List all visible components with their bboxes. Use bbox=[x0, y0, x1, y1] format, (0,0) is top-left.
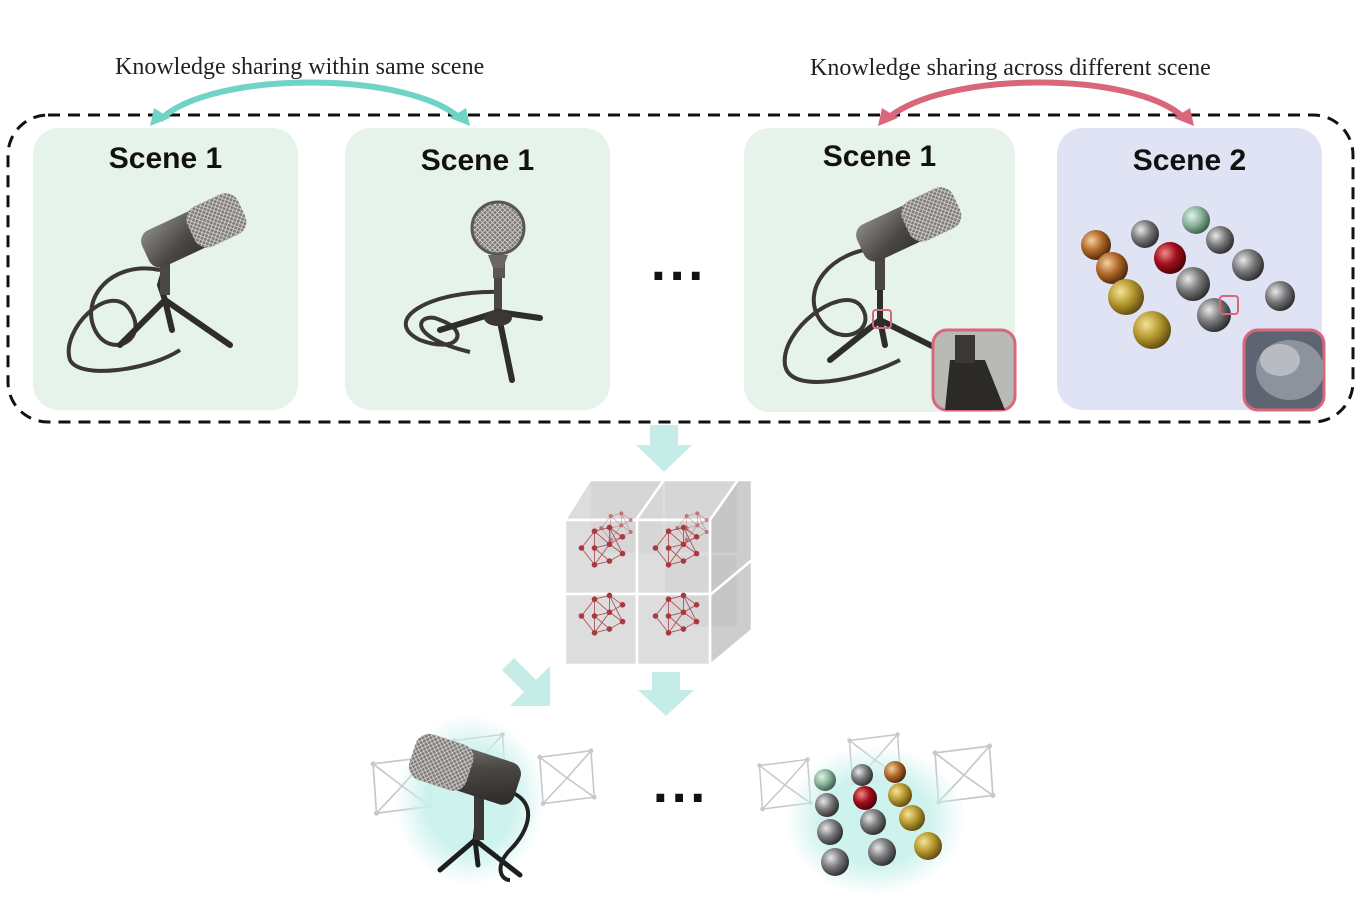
zoom-inset-2 bbox=[1242, 328, 1326, 412]
scene-panel-2: Scene 1 bbox=[345, 128, 610, 410]
panel-title: Scene 1 bbox=[108, 142, 223, 175]
material-spheres-image bbox=[1081, 206, 1295, 349]
caption-across-scene: Knowledge sharing across different scene bbox=[810, 55, 1211, 81]
arrow-down-center bbox=[638, 672, 694, 716]
caption-within-scene: Knowledge sharing within same scene bbox=[115, 54, 485, 80]
scene-panel-1: Scene 1 bbox=[33, 128, 298, 410]
dashed-scene-container bbox=[6, 113, 1355, 424]
arrow-down-left bbox=[502, 658, 550, 706]
microphone-image-1 bbox=[66, 193, 247, 373]
panel-title: Scene 1 bbox=[420, 144, 535, 177]
ellipsis-top: ... bbox=[650, 240, 707, 291]
ellipsis-bottom: ... bbox=[652, 762, 709, 813]
across-scene-arrow bbox=[883, 79, 1189, 123]
microphone-image-3 bbox=[782, 187, 962, 384]
across-arrow-head-left bbox=[878, 108, 898, 126]
within-arrow-head-right bbox=[450, 108, 470, 126]
within-arrow-head-left bbox=[150, 108, 170, 126]
microphone-image-2 bbox=[403, 200, 543, 383]
network-cube bbox=[562, 478, 754, 668]
panel-title: Scene 1 bbox=[822, 140, 937, 173]
within-scene-arrow bbox=[157, 79, 465, 123]
zoom-inset-1 bbox=[931, 328, 1017, 412]
panel-title: Scene 2 bbox=[1132, 144, 1247, 177]
across-arrow-head-right bbox=[1174, 108, 1194, 126]
down-arrow bbox=[636, 425, 692, 472]
render-microphone bbox=[369, 715, 598, 885]
render-spheres bbox=[756, 731, 997, 895]
